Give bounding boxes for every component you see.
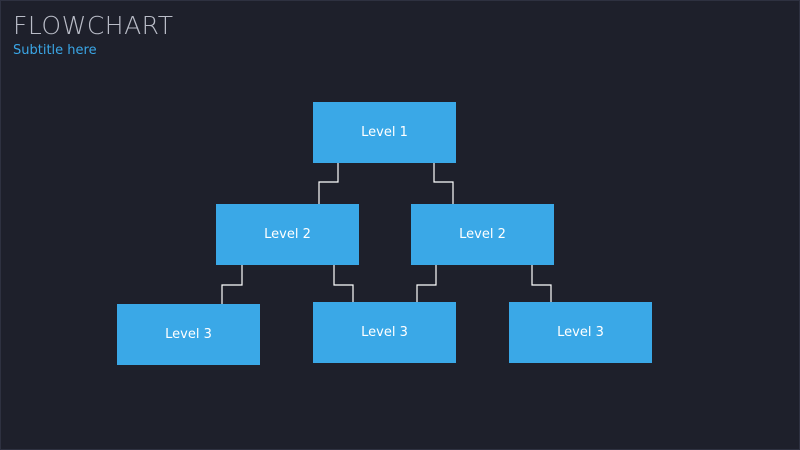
node-level-3-middle: Level 3	[313, 302, 456, 363]
connector-l2right-to-l3-right	[531, 265, 552, 302]
connector-l2right-to-l3-middle	[416, 265, 437, 302]
node-level-3-right-label: Level 3	[557, 325, 604, 340]
node-level-3-right: Level 3	[509, 302, 652, 363]
node-level-2-left-label: Level 2	[264, 227, 311, 242]
node-level-3-middle-label: Level 3	[361, 325, 408, 340]
connector-l1-to-l2-right	[433, 163, 454, 204]
connector-l2left-to-l3-middle	[333, 265, 354, 302]
slide-subtitle: Subtitle here	[13, 43, 97, 58]
connector-l2left-to-l3-left	[221, 265, 243, 304]
slide-title: FLOWCHART	[13, 11, 174, 40]
node-level-2-right-label: Level 2	[459, 227, 506, 242]
node-level-1: Level 1	[313, 102, 456, 163]
node-level-3-left: Level 3	[117, 304, 260, 365]
node-level-2-right: Level 2	[411, 204, 554, 265]
node-level-1-label: Level 1	[361, 125, 408, 140]
node-level-2-left: Level 2	[216, 204, 359, 265]
connector-l1-to-l2-left	[318, 163, 339, 204]
node-level-3-left-label: Level 3	[165, 327, 212, 342]
